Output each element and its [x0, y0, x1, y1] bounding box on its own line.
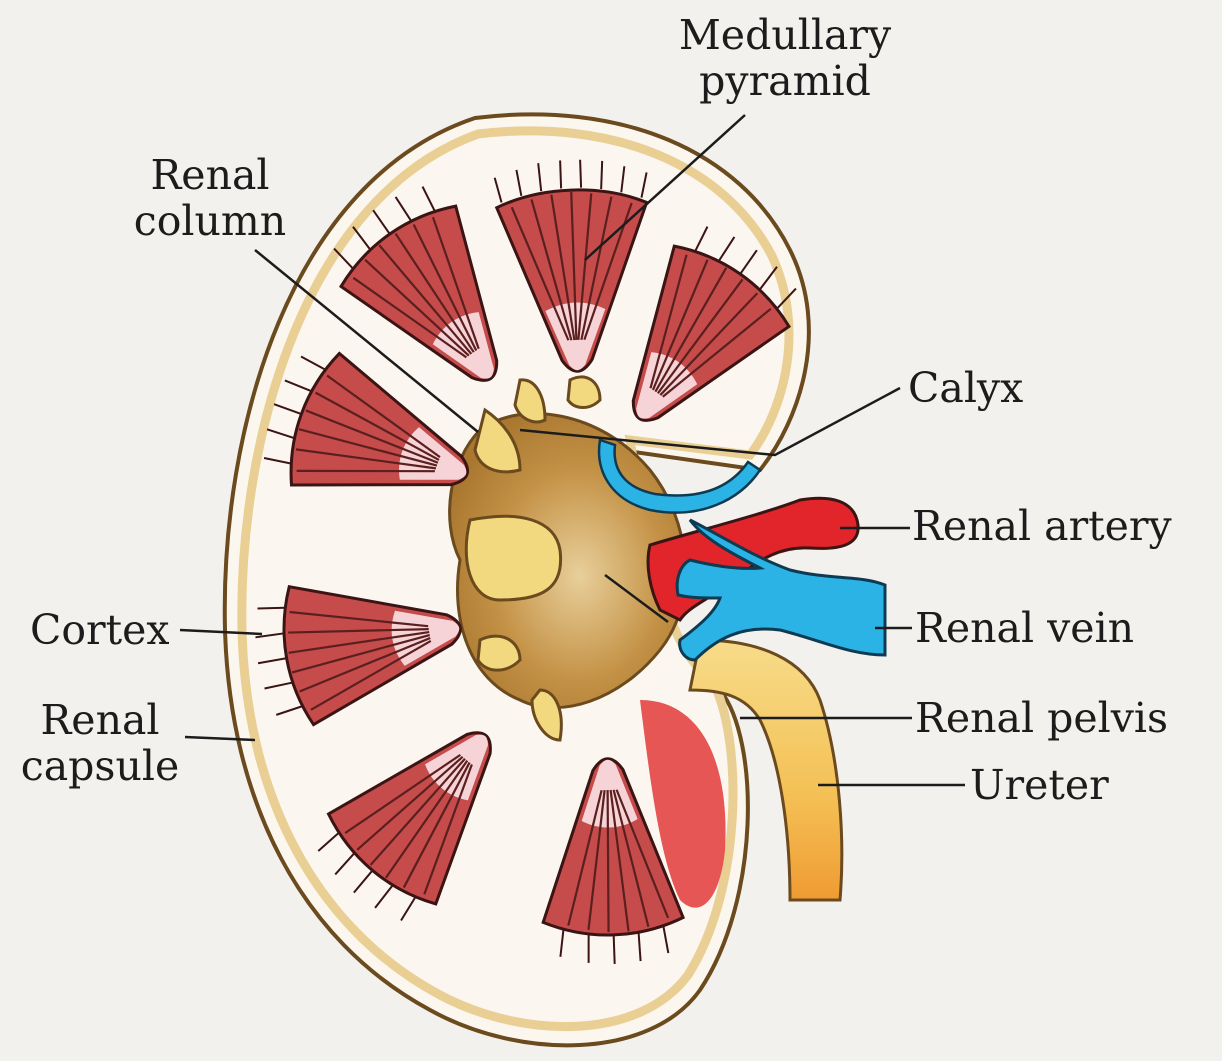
label-renal-column-line2: column — [110, 198, 310, 244]
label-renal-capsule-line1: Renal — [10, 697, 190, 743]
label-medullary-pyramid-line2: pyramid — [655, 58, 915, 104]
label-renal-capsule: Renal capsule — [10, 697, 190, 789]
label-renal-column: Renal column — [110, 152, 310, 244]
label-renal-artery: Renal artery — [912, 503, 1172, 549]
label-cortex: Cortex — [30, 607, 170, 653]
label-renal-column-line1: Renal — [110, 152, 310, 198]
label-ureter: Ureter — [970, 762, 1109, 808]
label-medullary-pyramid-line1: Medullary — [655, 12, 915, 58]
label-calyx: Calyx — [908, 365, 1023, 411]
label-renal-pelvis: Renal pelvis — [915, 695, 1168, 741]
label-medullary-pyramid: Medullary pyramid — [655, 12, 915, 104]
label-renal-capsule-line2: capsule — [10, 743, 190, 789]
label-renal-vein: Renal vein — [915, 605, 1134, 651]
